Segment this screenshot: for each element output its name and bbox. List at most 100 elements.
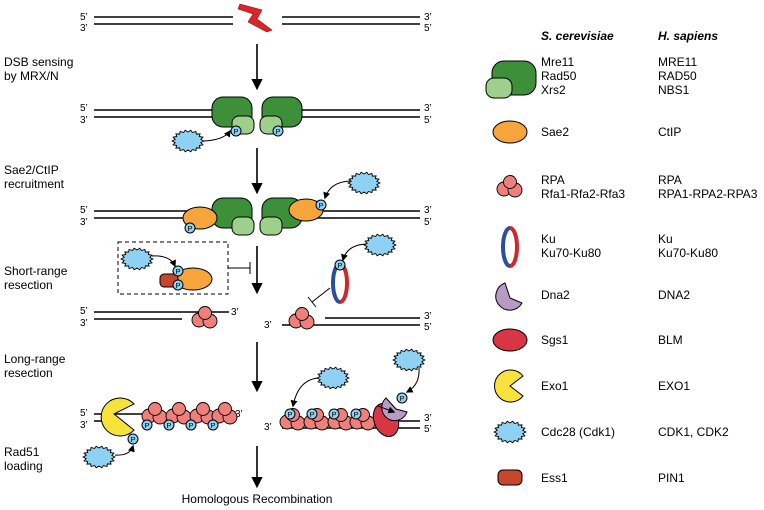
svg-text:RPA: RPA	[541, 173, 565, 187]
cdk-kinase-icon	[120, 247, 154, 271]
svg-text:5’: 5’	[424, 322, 432, 333]
svg-text:3’: 3’	[424, 413, 432, 424]
exo1-icon	[494, 369, 524, 403]
step-label-sae2-recruitment: Sae2/CtIP recruitment	[4, 163, 65, 191]
phosphorylation-arrow	[405, 367, 420, 393]
svg-text:Sae2/CtIP: Sae2/CtIP	[4, 163, 59, 177]
svg-text:P: P	[187, 224, 192, 233]
svg-text:3’: 3’	[264, 422, 272, 433]
legend-header-s-cerevisiae: S. cerevisiae	[541, 29, 614, 43]
svg-text:5’: 5’	[80, 408, 88, 419]
svg-text:RPA: RPA	[658, 173, 682, 187]
inhibition-bar	[307, 287, 331, 308]
svg-text:P: P	[309, 410, 314, 419]
svg-text:3’: 3’	[80, 217, 88, 228]
legend: S. cerevisiae H. sapiens Mre11 Rad50 Xrs…	[485, 29, 758, 486]
ku-icon	[501, 226, 519, 268]
dna-duplex-mrx: 5’ 3’ 3’ 5’	[80, 103, 432, 126]
svg-text:P: P	[337, 261, 342, 270]
step-label-short-range-resection: Short-range resection	[4, 264, 68, 292]
svg-text:3’: 3’	[424, 103, 432, 114]
dna-duplex-sae2: 5’ 3’ 3’ 5’	[80, 205, 432, 228]
dna2-cleavage-arrow	[377, 405, 396, 414]
phosphorylation-arrow	[341, 243, 367, 262]
rpa-heterotrimer	[165, 402, 192, 425]
svg-text:Rad50: Rad50	[541, 69, 577, 83]
sgs1-icon	[492, 328, 528, 352]
svg-text:P: P	[318, 201, 323, 210]
svg-text:NBS1: NBS1	[658, 83, 690, 97]
legend-header-h-sapiens: H. sapiens	[658, 29, 718, 43]
svg-text:CtIP: CtIP	[658, 125, 681, 139]
inhibition-bar	[228, 262, 251, 274]
svg-text:Exo1: Exo1	[541, 379, 569, 393]
svg-text:P: P	[210, 421, 215, 430]
svg-text:P: P	[175, 281, 180, 290]
cdk-kinase-icon	[82, 445, 116, 469]
svg-text:resection: resection	[4, 278, 53, 292]
svg-text:P: P	[188, 421, 193, 430]
svg-text:Long-range: Long-range	[4, 352, 66, 366]
phosphorylation-arrow	[323, 180, 351, 200]
cdk-icon	[493, 420, 527, 444]
svg-text:Sgs1: Sgs1	[541, 333, 569, 347]
svg-text:5’: 5’	[424, 115, 432, 126]
svg-text:3’: 3’	[231, 307, 239, 318]
dna2-phospho-site: P	[396, 392, 408, 404]
sae2-phospho-sites: P P	[184, 199, 327, 234]
svg-text:P: P	[144, 421, 149, 430]
rpa-icon	[496, 175, 523, 198]
svg-text:3’: 3’	[424, 12, 432, 23]
outcome-label: Homologous Recombination	[182, 492, 333, 506]
svg-text:recruitment: recruitment	[4, 177, 65, 191]
svg-text:RPA1-RPA2-RPA3: RPA1-RPA2-RPA3	[658, 187, 758, 201]
svg-text:by MRX/N: by MRX/N	[4, 69, 59, 83]
svg-text:Ku: Ku	[541, 232, 556, 246]
svg-text:Rad51: Rad51	[4, 445, 40, 459]
svg-text:5’: 5’	[80, 12, 88, 23]
cdk-kinase-icon	[171, 129, 205, 153]
svg-text:5’: 5’	[424, 23, 432, 34]
mrx-complex-right	[259, 96, 303, 135]
phosphorylation-arrow	[290, 377, 319, 408]
rpa-phospho-sites: P P P P	[284, 408, 362, 420]
cdk-kinase-icon	[363, 233, 397, 257]
rpa-heterotrimer	[211, 402, 238, 425]
svg-text:3’: 3’	[235, 409, 243, 420]
svg-text:Ess1: Ess1	[541, 471, 568, 485]
mrx-complex-icon	[485, 60, 537, 99]
svg-text:MRE11: MRE11	[658, 55, 697, 69]
phosphorylation-arrow	[114, 444, 135, 456]
svg-text:3’: 3’	[424, 205, 432, 216]
cdk-kinase-icon	[316, 366, 350, 390]
svg-text:Short-range: Short-range	[4, 264, 68, 278]
dna2-icon	[495, 282, 523, 311]
cdk-kinase-icon	[392, 348, 426, 372]
svg-text:PIN1: PIN1	[658, 471, 685, 485]
svg-text:Ku70-Ku80: Ku70-Ku80	[541, 246, 601, 260]
rpa-phospho-sites: P P P P	[141, 419, 219, 431]
svg-text:loading: loading	[4, 459, 43, 473]
svg-text:P: P	[233, 127, 238, 136]
svg-text:Ku: Ku	[658, 232, 673, 246]
svg-text:Dna2: Dna2	[541, 288, 570, 302]
svg-text:Ku70-Ku80: Ku70-Ku80	[658, 246, 718, 260]
sae2-icon	[492, 120, 528, 144]
svg-text:DSB sensing: DSB sensing	[4, 55, 73, 69]
double-strand-break-icon	[237, 3, 273, 33]
svg-text:BLM: BLM	[658, 333, 683, 347]
mrx-complex-left	[211, 96, 255, 135]
svg-text:3’: 3’	[80, 115, 88, 126]
svg-text:resection: resection	[4, 366, 53, 380]
svg-text:P: P	[353, 410, 358, 419]
svg-text:Mre11: Mre11	[541, 55, 574, 69]
rpa-heterotrimer	[191, 306, 218, 329]
svg-text:Xrs2: Xrs2	[541, 83, 566, 97]
ess1-icon	[497, 469, 523, 486]
svg-text:CDK1, CDK2: CDK1, CDK2	[658, 425, 729, 439]
svg-text:DNA2: DNA2	[658, 288, 690, 302]
step-label-rad51-loading: Rad51 loading	[4, 445, 43, 473]
svg-text:5’: 5’	[80, 205, 88, 216]
svg-text:3’: 3’	[424, 311, 432, 322]
